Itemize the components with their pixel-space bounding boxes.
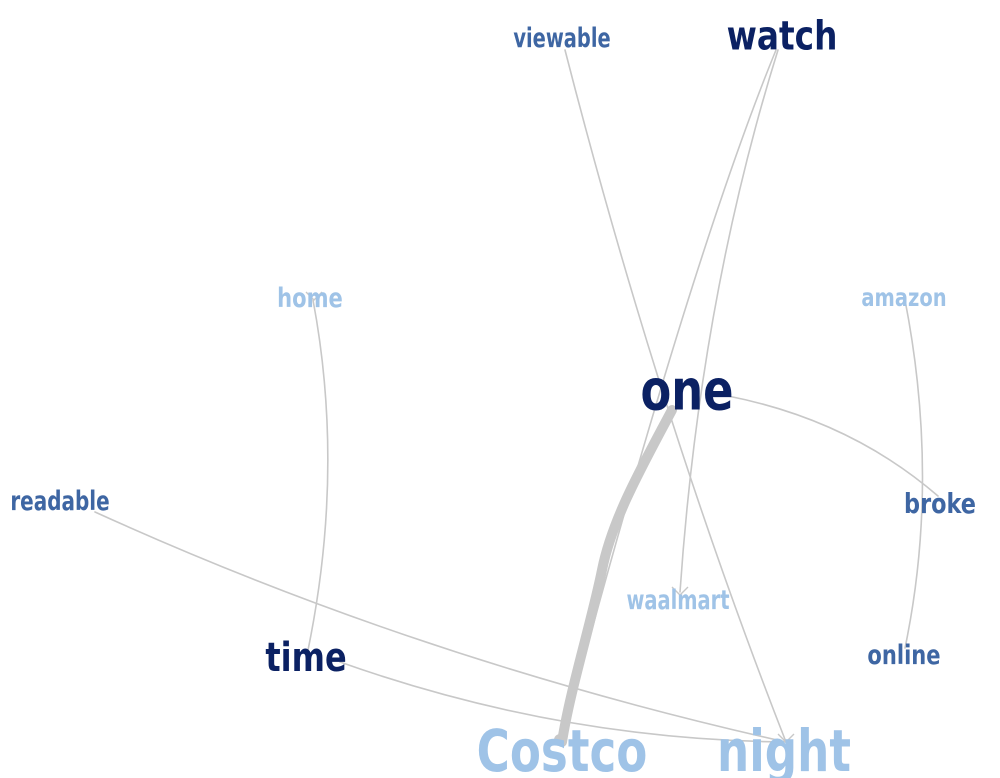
nodes-layer: watch viewable home amazon one readable broke w…	[10, 12, 976, 778]
edge-readable-night	[94, 511, 787, 743]
node-viewable: viewable	[513, 22, 610, 54]
node-broke: broke	[904, 486, 976, 519]
edge-watch-costco	[561, 49, 777, 741]
edge-viewable-night	[564, 49, 787, 743]
node-night: night	[717, 719, 851, 778]
edge-one-broke	[727, 395, 939, 497]
node-readable: readable	[10, 485, 109, 517]
edge-home-time	[307, 299, 329, 651]
node-home: home	[277, 282, 343, 313]
node-waalmart: waalmart	[626, 584, 729, 616]
edge-arrowhead	[777, 733, 795, 743]
edge-watch-waalmart	[679, 49, 779, 593]
node-watch: watch	[727, 12, 838, 59]
node-online: online	[867, 639, 940, 670]
edge-arrowhead	[305, 291, 323, 301]
node-amazon: amazon	[861, 284, 946, 313]
node-one: one	[640, 357, 733, 422]
node-time: time	[265, 633, 346, 680]
edge-endpoint-dot	[554, 734, 566, 746]
edge-one-costco	[557, 405, 677, 747]
edge-time-night	[339, 661, 787, 743]
edge-amazon-online	[904, 299, 924, 649]
node-costco: Costco	[477, 719, 648, 778]
edge-arrowhead	[671, 586, 689, 596]
edges-layer	[94, 49, 939, 747]
